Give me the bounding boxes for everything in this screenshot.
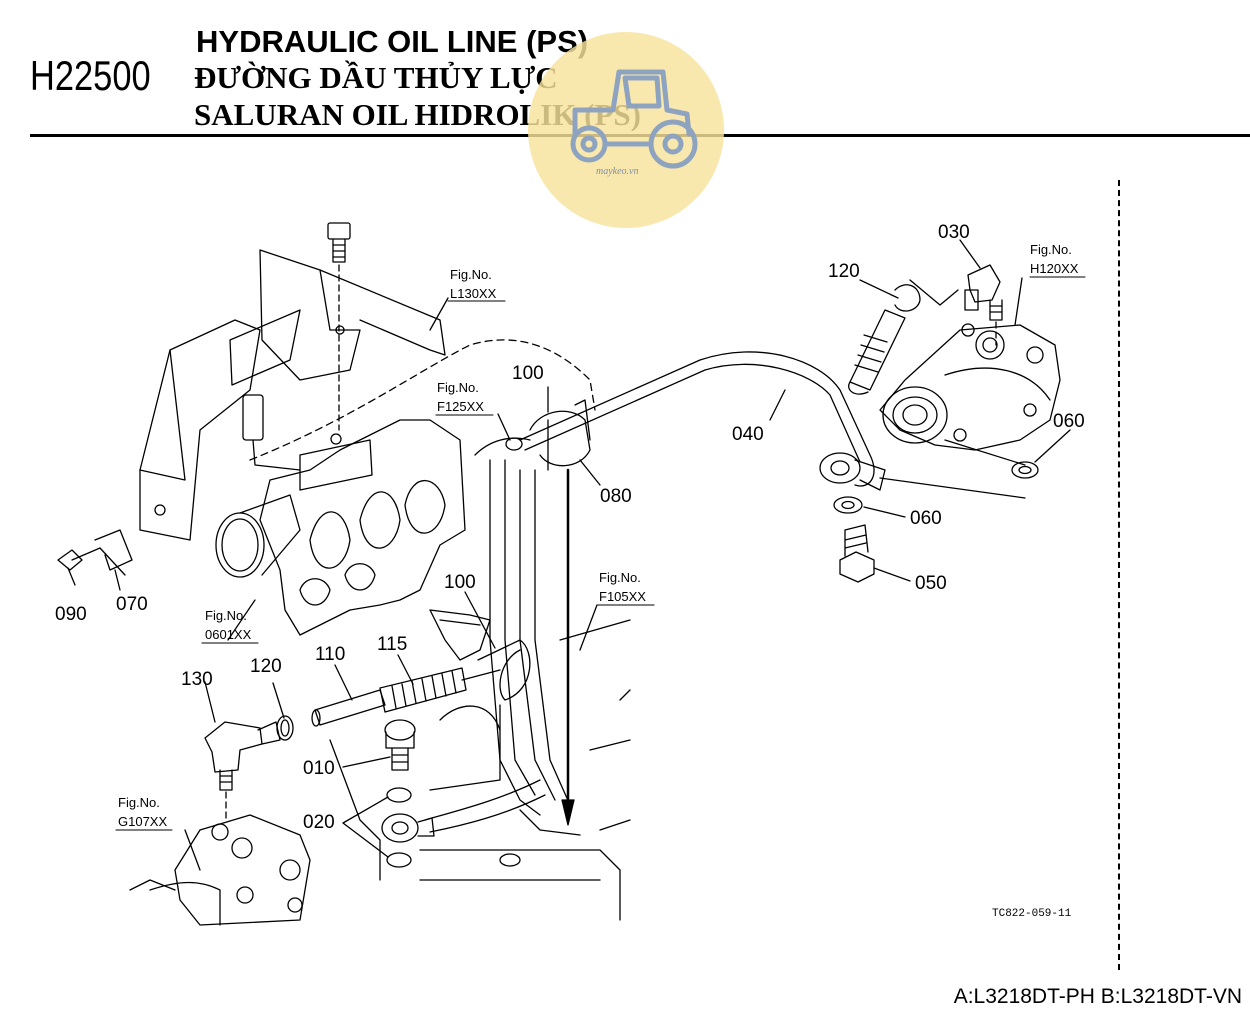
fig-ref-f125-code: F125XX: [437, 399, 484, 414]
part-label-115: 115: [377, 634, 407, 655]
title-vietnamese: ĐƯỜNG DẦU THỦY LỰC: [194, 60, 558, 95]
title-english: HYDRAULIC OIL LINE (PS): [196, 24, 589, 59]
part-label-010: 010: [303, 758, 335, 779]
upper-bracket: [259, 249, 361, 381]
part-label-030: 030: [938, 222, 970, 243]
fig-ref-0601-title: Fig.No.: [205, 608, 247, 623]
fig-ref-0601-code: 0601XX: [205, 627, 252, 642]
sleeve-115: [379, 667, 467, 713]
part-label-120-upper: 120: [828, 261, 860, 282]
fig-ref-g107-title: Fig.No.: [118, 795, 160, 810]
part-label-020: 020: [303, 812, 335, 833]
part-label-060-pump: 060: [1053, 411, 1085, 432]
elbow-130: [204, 721, 263, 773]
fig-ref-f125-title: Fig.No.: [437, 380, 479, 395]
pipe-vertical-1: [489, 459, 541, 816]
fig-ref-f105-title: Fig.No.: [599, 570, 641, 585]
part-label-080: 080: [600, 486, 632, 507]
part-label-110: 110: [315, 644, 345, 665]
part-label-050: 050: [915, 573, 947, 594]
part-label-100-lower: 100: [444, 572, 476, 593]
bracket-plate: [139, 319, 261, 541]
part-label-130: 130: [181, 669, 213, 690]
part-label-120-lower: 120: [250, 656, 282, 677]
part-label-100-upper: 100: [512, 363, 544, 384]
manifold: [259, 419, 466, 636]
hose-110: [314, 689, 386, 726]
page-divider: [1118, 180, 1120, 970]
fig-ref-l130-code: L130XX: [450, 286, 497, 301]
model-applicability: A:L3218DT-PH B:L3218DT-VN: [953, 985, 1242, 1008]
pump-body: [879, 324, 1061, 451]
part-label-040: 040: [732, 424, 764, 445]
fig-ref-g107-code: G107XX: [118, 814, 167, 829]
pipe-040: [519, 351, 875, 487]
part-label-060-banjo: 060: [910, 508, 942, 529]
part-label-090: 090: [55, 604, 87, 625]
tractor-icon: [570, 69, 698, 169]
section-code: H22500: [30, 52, 151, 99]
fig-ref-h120-code: H120XX: [1030, 261, 1079, 276]
part-label-070: 070: [116, 594, 148, 615]
fig-ref-f105-code: F105XX: [599, 589, 646, 604]
watermark-text: maykeo.vn: [596, 166, 639, 177]
drawing-reference: TC822-059-11: [992, 908, 1072, 920]
fig-ref-l130-title: Fig.No.: [450, 267, 492, 282]
fig-ref-h120-title: Fig.No.: [1030, 242, 1072, 257]
